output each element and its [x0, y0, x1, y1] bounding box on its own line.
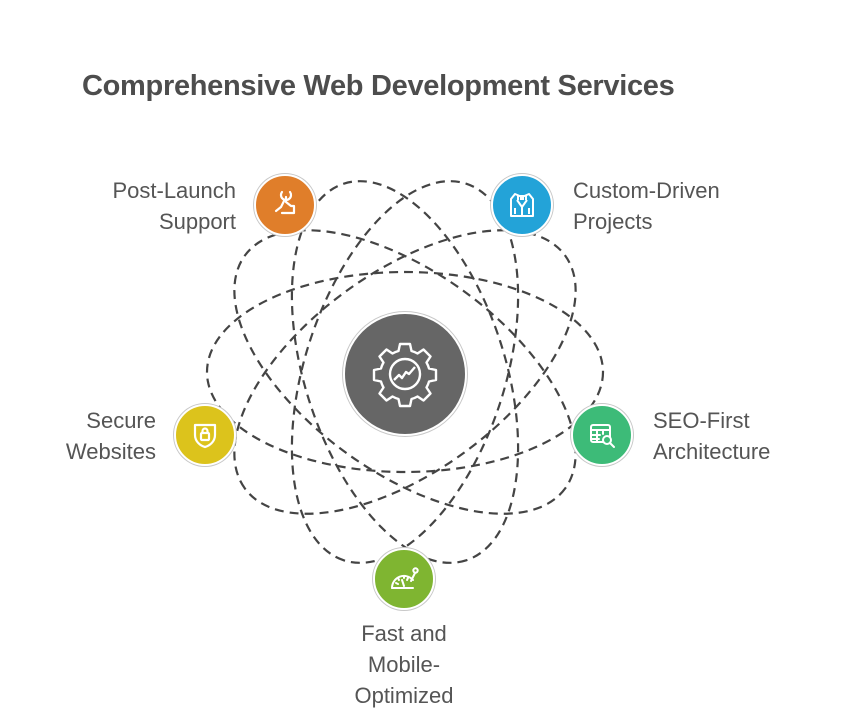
label-line: Secure: [86, 408, 156, 433]
label-line: Post-Launch: [112, 178, 236, 203]
orbit-ellipse-4: [290, 180, 520, 564]
label-line: Custom-Driven: [573, 178, 720, 203]
diagram-title: Comprehensive Web Development Services: [82, 70, 675, 102]
custom-driven-projects-label: Custom-Driven Projects: [573, 175, 793, 237]
label-line: SEO-First: [653, 408, 750, 433]
label-line: Mobile-: [367, 652, 441, 677]
label-line: Projects: [573, 209, 653, 234]
hub-node: [343, 312, 467, 436]
custom-driven-projects-node[interactable]: [491, 174, 553, 236]
orbit-ellipse-2: [233, 229, 577, 515]
fast-mobile-optimized-label: Fast and Mobile- Optimized: [304, 618, 504, 711]
label-line: Websites: [65, 439, 156, 464]
seo-first-architecture-label: SEO-First Architecture: [653, 405, 823, 467]
secure-websites-node[interactable]: [174, 404, 236, 466]
fast-mobile-optimized-node[interactable]: [373, 548, 435, 610]
speedometer-icon: [390, 567, 419, 589]
orbit-ellipse-3: [290, 180, 520, 564]
orbit-ellipse-1: [205, 270, 605, 474]
label-line: Optimized: [354, 683, 454, 708]
label-line: Architecture: [653, 439, 771, 464]
wrench-hand-icon: [274, 190, 296, 215]
seo-first-architecture-node[interactable]: [571, 404, 633, 466]
shield-lock-icon: [193, 423, 217, 449]
secure-websites-label: Secure Websites: [20, 405, 156, 467]
table-search-icon: [590, 424, 615, 448]
gear-chart-icon: [372, 342, 438, 408]
orbit-ellipse-5: [233, 229, 577, 515]
post-launch-support-node[interactable]: [254, 174, 316, 236]
label-line: Fast and: [361, 621, 447, 646]
tailored-jacket-icon: [510, 193, 534, 217]
label-line: Support: [158, 209, 236, 234]
post-launch-support-label: Post-Launch Support: [60, 175, 236, 237]
